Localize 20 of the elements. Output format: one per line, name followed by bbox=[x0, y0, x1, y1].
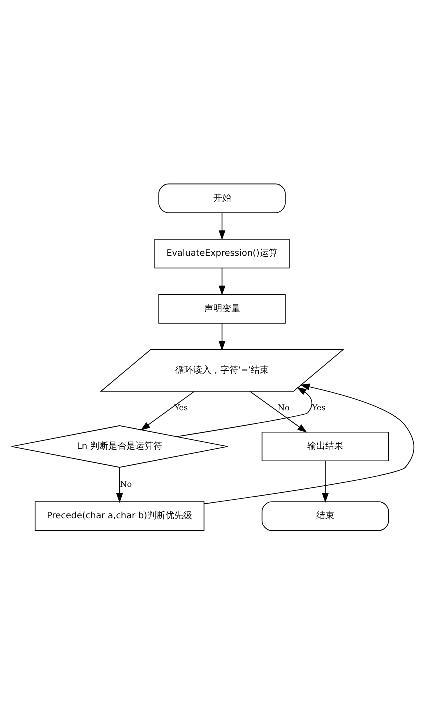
arrow bbox=[176, 387, 313, 438]
edge-label: Yes bbox=[312, 404, 326, 413]
edge-label: No bbox=[120, 480, 132, 489]
arrow bbox=[204, 384, 415, 504]
arrow bbox=[250, 391, 308, 433]
node-diamond: Ln 判断是否是运算符 bbox=[11, 426, 228, 468]
arrow bbox=[218, 268, 226, 296]
node-box: 输出结果 bbox=[262, 432, 390, 462]
edge-label: No bbox=[278, 404, 290, 413]
node-box: 声明变量 bbox=[158, 294, 286, 324]
node-box: Precede(char a,char b)判断优先级 bbox=[34, 502, 205, 532]
arrow bbox=[218, 323, 226, 351]
node-box: 开始 bbox=[158, 184, 286, 214]
arrow bbox=[140, 391, 195, 431]
node-box: 结束 bbox=[262, 502, 390, 532]
arrow bbox=[218, 212, 226, 240]
node-box: EvaluateExpression()运算 bbox=[154, 239, 290, 269]
arrow bbox=[322, 460, 329, 504]
edge-label: Yes bbox=[174, 404, 188, 413]
arrow bbox=[116, 467, 124, 504]
